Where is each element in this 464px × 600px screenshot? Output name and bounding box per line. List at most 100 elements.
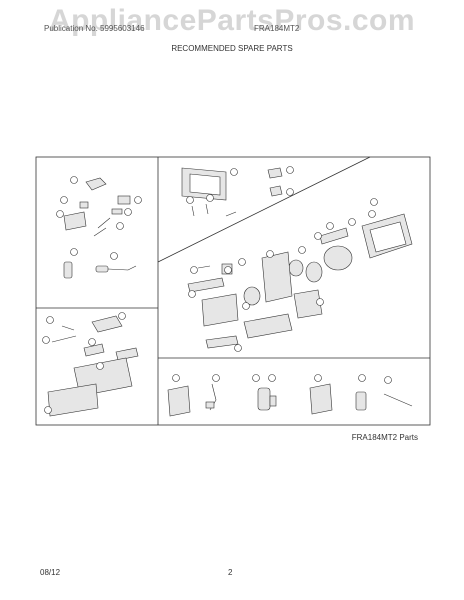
part-cabinet-opening <box>369 221 407 253</box>
watermark-logo: AppliancePartsPros.com <box>48 4 416 37</box>
callout <box>238 258 246 266</box>
callout <box>242 302 250 310</box>
part-orifice-panel <box>201 293 239 327</box>
part-knob <box>79 201 89 209</box>
page-number: 2 <box>228 568 233 577</box>
part-foam-seal <box>225 211 237 217</box>
callout <box>56 210 64 218</box>
callout <box>358 374 366 382</box>
callout <box>212 374 220 382</box>
callout <box>116 222 124 230</box>
part-motor-mount <box>293 289 323 319</box>
callout <box>118 312 126 320</box>
part-louver <box>83 343 105 357</box>
part-base-pan <box>243 313 293 339</box>
callout <box>348 218 356 226</box>
callout <box>224 266 232 274</box>
callout <box>70 248 78 256</box>
part-drain-hose <box>51 335 77 343</box>
callout <box>326 222 334 230</box>
callout <box>88 338 96 346</box>
callout <box>46 316 54 324</box>
callout <box>298 246 306 254</box>
diagram-caption: FRA184MT2 Parts <box>351 433 418 442</box>
callout <box>252 374 260 382</box>
part-fan-motor <box>288 259 304 277</box>
callout <box>134 196 142 204</box>
part-sensor-wire <box>93 227 107 237</box>
callout <box>234 344 242 352</box>
part-power-cord-plug <box>95 265 109 273</box>
callout <box>60 196 68 204</box>
part-orifice-rail <box>187 277 225 293</box>
part-control-box <box>63 211 87 231</box>
part-blower-wheel <box>243 286 261 306</box>
callout <box>42 336 50 344</box>
part-top-rail <box>319 227 349 245</box>
part-support-bracket <box>269 185 283 197</box>
callout <box>316 298 324 306</box>
page-title: RECOMMENDED SPARE PARTS <box>171 44 293 53</box>
part-power-cord <box>107 265 137 271</box>
part-screw <box>61 325 75 331</box>
callout <box>172 374 180 382</box>
part-screw <box>205 203 209 215</box>
part-switch <box>111 208 123 215</box>
part-condenser-coil <box>309 383 333 415</box>
part-control-board <box>117 195 131 205</box>
divider-diagonal <box>157 156 371 263</box>
part-drain-channel <box>205 335 239 349</box>
callout <box>124 208 132 216</box>
footer-date: 08/12 <box>40 568 61 577</box>
callouts-front-grille <box>42 312 126 414</box>
callout <box>206 194 214 202</box>
part-vent-door <box>115 347 139 361</box>
callout <box>370 198 378 206</box>
callout <box>268 374 276 382</box>
callout <box>186 196 194 204</box>
part-filter-holder <box>91 315 123 333</box>
callout <box>110 252 118 260</box>
part-curtain-inner <box>189 173 221 196</box>
callout <box>190 266 198 274</box>
part-remote-control <box>63 261 73 279</box>
diagram-frame <box>35 156 431 426</box>
callout <box>384 376 392 384</box>
part-mounting-bracket <box>267 167 283 179</box>
part-air-filter <box>47 383 99 417</box>
part-overload <box>269 395 277 407</box>
callout <box>230 168 238 176</box>
panel-front-grille <box>47 315 139 417</box>
callout <box>368 210 376 218</box>
callout <box>314 232 322 240</box>
callout <box>188 290 196 298</box>
callout <box>266 250 274 258</box>
part-evaporator-coil <box>167 385 191 417</box>
callout <box>70 176 78 184</box>
part-reversing-valve <box>355 391 367 411</box>
panel-air-handling <box>187 213 413 349</box>
callouts-refrigeration <box>172 374 392 384</box>
part-heater-element <box>383 393 413 407</box>
part-blower-housing <box>261 251 293 303</box>
panel-refrigeration <box>167 383 413 417</box>
callout <box>96 362 104 370</box>
outer-frame-rect <box>35 156 431 426</box>
part-control-bracket <box>85 177 107 191</box>
callouts-window-kit <box>186 166 294 204</box>
part-screw <box>197 265 211 269</box>
panel-controls <box>63 177 137 279</box>
callout <box>44 406 52 414</box>
part-screw <box>191 205 195 217</box>
part-fan-shroud <box>305 261 323 283</box>
callout <box>314 374 322 382</box>
publication-number: Publication No. 5995603146 <box>44 24 145 33</box>
callout <box>286 166 294 174</box>
callouts-controls <box>56 176 142 260</box>
part-compressor <box>257 387 271 411</box>
model-number: FRA184MT2 <box>254 24 300 33</box>
callouts-air-handling <box>188 198 378 352</box>
part-service-valve <box>205 401 215 409</box>
callout <box>286 188 294 196</box>
